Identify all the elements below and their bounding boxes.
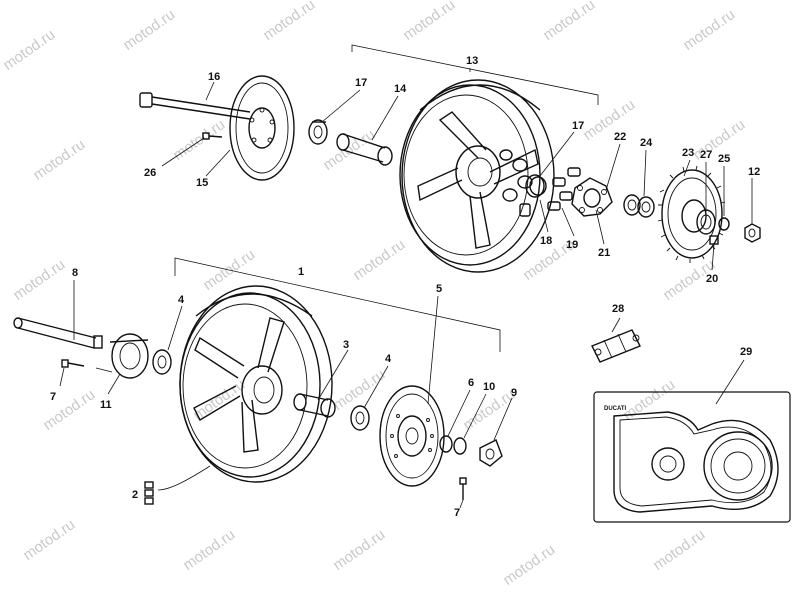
front-bolt-left	[61, 359, 85, 368]
rear-spacer	[336, 133, 393, 166]
speedometer-drive	[95, 333, 149, 379]
rear-bearing-right	[525, 174, 545, 198]
callout-17: 17	[572, 120, 584, 132]
washer	[718, 217, 730, 231]
callout-20: 20	[706, 273, 718, 285]
front-brake-disc	[379, 385, 445, 487]
front-bearing-left	[152, 349, 172, 375]
rear-brake-disc	[229, 75, 295, 181]
callout-5: 5	[436, 283, 442, 295]
disc-bolt	[202, 132, 223, 140]
callout-7: 7	[454, 507, 460, 519]
front-outer-spacer	[453, 437, 467, 455]
front-bearing-right	[350, 405, 370, 431]
bracket-13	[351, 44, 599, 105]
front-axle	[13, 317, 103, 349]
front-wheel-rim	[179, 285, 333, 483]
callout-28: 28	[612, 303, 624, 315]
front-bolt-right	[459, 477, 467, 500]
callout-18: 18	[540, 235, 552, 247]
chain-kit-inset: DUCATI	[593, 391, 791, 523]
callout-17: 17	[355, 77, 367, 89]
logo-text: DUCATI	[604, 406, 627, 412]
callout-4: 4	[385, 353, 392, 365]
sprocket-carrier	[571, 177, 613, 217]
callout-22: 22	[614, 131, 626, 143]
inset-rear-sprocket	[703, 431, 773, 501]
leader-lines	[59, 81, 753, 509]
cush-drive-studs	[519, 167, 581, 217]
axle-clamp	[479, 439, 503, 467]
bracket-1	[174, 257, 501, 352]
callout-6: 6	[468, 377, 474, 389]
callout-16: 16	[208, 71, 220, 83]
front-wheel-assembly	[13, 257, 503, 505]
callout-8: 8	[72, 267, 78, 279]
callout-3: 3	[343, 339, 349, 351]
callout-25: 25	[718, 153, 730, 165]
callout-29: 29	[740, 346, 752, 358]
callout-26: 26	[144, 167, 156, 179]
rear-bearing-left	[308, 119, 328, 145]
callout-19: 19	[566, 239, 578, 251]
callout-10: 10	[483, 381, 495, 393]
callout-21: 21	[598, 247, 610, 259]
callout-23: 23	[682, 147, 694, 159]
carrier-bearings	[623, 194, 655, 218]
rear-wheel-assembly	[139, 44, 761, 273]
callout-4: 4	[178, 294, 185, 306]
callout-11: 11	[100, 399, 112, 411]
chain-link	[591, 329, 641, 363]
tire-valve	[144, 465, 211, 505]
callout-9: 9	[511, 387, 517, 399]
rear-axle	[139, 92, 251, 120]
callout-14: 14	[394, 83, 407, 95]
inset-front-sprocket	[651, 447, 685, 481]
rear-wheel-rim	[399, 79, 555, 273]
callout-1: 1	[298, 266, 304, 278]
callout-2: 2	[132, 489, 138, 501]
callout-7: 7	[50, 391, 56, 403]
front-seal	[439, 435, 453, 453]
callout-13: 13	[466, 55, 478, 67]
front-spacer	[293, 393, 336, 418]
callout-27: 27	[700, 149, 712, 161]
callout-24: 24	[640, 137, 653, 149]
callout-labels: 1 2 3 4 4 5 6 7 7 8 9 10 11 12 13 14 15 …	[50, 55, 760, 519]
rear-sprocket	[657, 165, 726, 263]
callout-15: 15	[196, 177, 208, 189]
callout-12: 12	[748, 166, 760, 178]
axle-nut	[744, 223, 761, 243]
